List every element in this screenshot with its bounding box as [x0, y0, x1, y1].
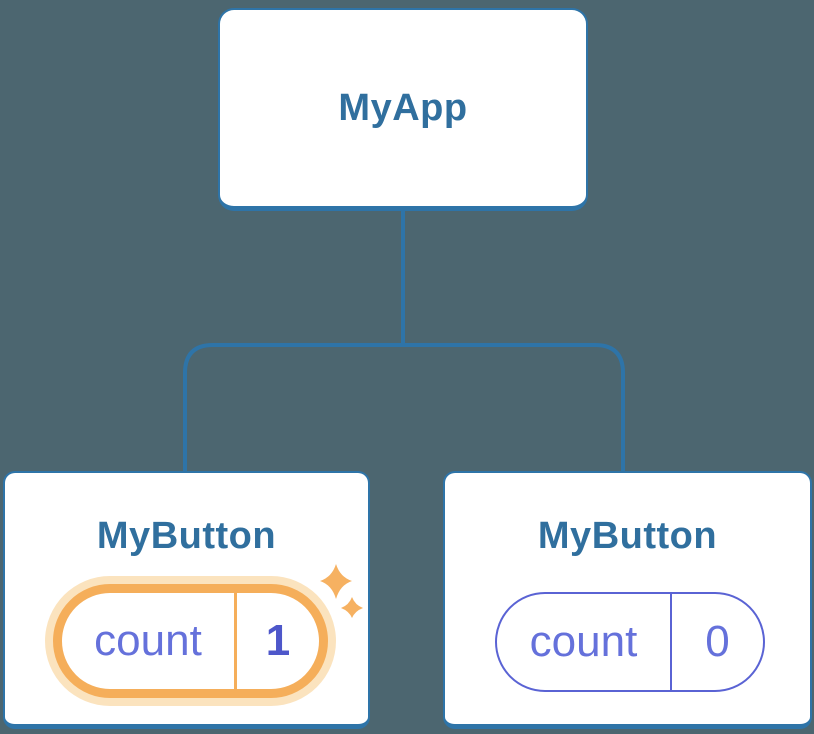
state-pill-highlighted: count 1 [53, 584, 328, 698]
state-value: 1 [265, 616, 291, 665]
sparkle-icon [320, 564, 363, 618]
component-title: MyApp [338, 86, 468, 129]
state-pill: count 0 [495, 592, 765, 692]
state-label: count [94, 616, 202, 665]
component-card-mybutton-right: MyButton count 0 [443, 471, 812, 729]
component-title: MyButton [537, 515, 718, 557]
state-label: count [529, 617, 638, 666]
state-pill-divider [234, 593, 237, 689]
state-pill-divider [670, 594, 672, 690]
state-value: 0 [705, 617, 730, 666]
component-card-myapp: MyApp [218, 8, 588, 211]
component-card-mybutton-left: MyButton count 1 [3, 471, 370, 729]
component-title: MyButton [96, 515, 277, 557]
